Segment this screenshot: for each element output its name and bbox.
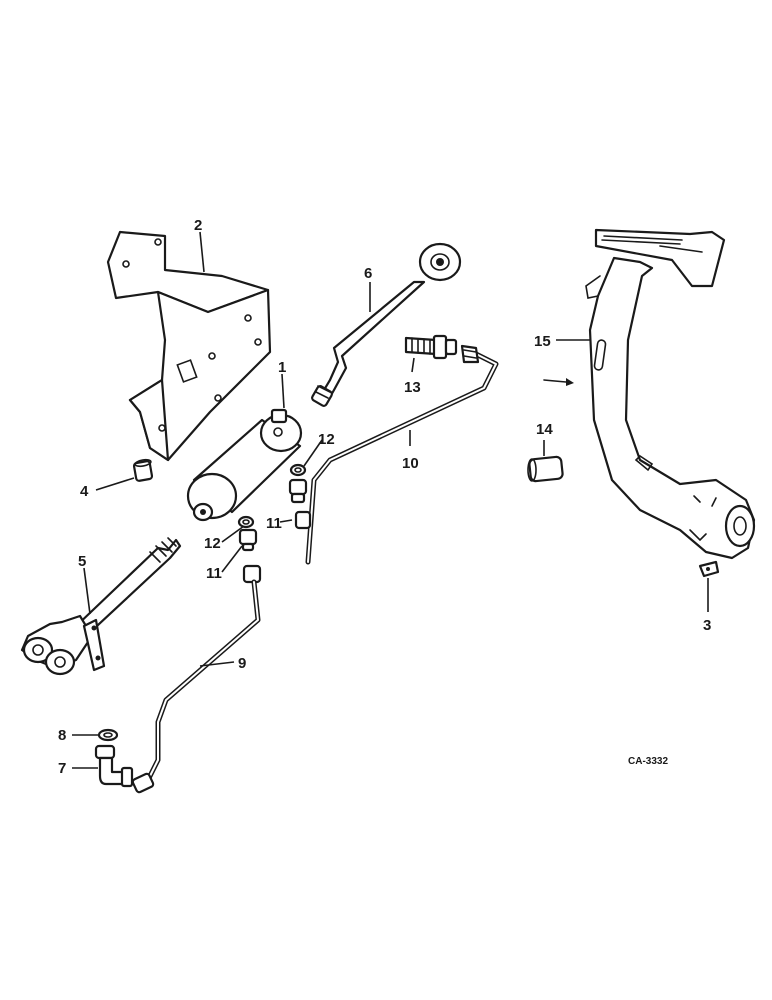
label-part-8: 8 bbox=[58, 727, 66, 744]
drawing-code: CA-3332 bbox=[628, 756, 668, 767]
label-part-11-upper: 11 bbox=[266, 515, 282, 532]
part-14-bushing bbox=[527, 455, 564, 483]
label-part-6: 6 bbox=[364, 265, 372, 282]
part-12-washer-upper bbox=[289, 463, 307, 477]
label-part-13: 13 bbox=[404, 379, 421, 396]
label-part-7: 7 bbox=[58, 760, 66, 777]
part-4-spacer bbox=[132, 458, 154, 482]
part-9-brake-line bbox=[131, 564, 262, 794]
label-part-15: 15 bbox=[534, 333, 551, 350]
part-10-brake-line bbox=[305, 344, 499, 565]
part-13-bolt bbox=[404, 334, 458, 360]
label-part-3: 3 bbox=[703, 617, 711, 634]
leader-lines bbox=[72, 231, 709, 769]
part-3-clip bbox=[698, 560, 720, 578]
part-2-bracket bbox=[106, 230, 272, 462]
part-1-master-cylinder bbox=[186, 408, 303, 522]
label-part-11-lower: 11 bbox=[206, 565, 222, 582]
label-part-12-lower: 12 bbox=[204, 535, 221, 552]
label-part-14: 14 bbox=[536, 421, 553, 438]
label-part-4: 4 bbox=[80, 483, 89, 500]
label-part-5: 5 bbox=[78, 553, 86, 570]
part-11-fitting-lower bbox=[238, 528, 258, 552]
label-part-2: 2 bbox=[194, 217, 202, 234]
part-12-washer-lower bbox=[237, 515, 255, 529]
arrow-mark bbox=[543, 378, 574, 386]
part-11-fitting-upper bbox=[288, 478, 312, 530]
part-8-washer bbox=[97, 728, 119, 742]
label-part-12-upper: 12 bbox=[318, 431, 335, 448]
part-labels: 2 1 4 5 6 13 10 12 11 12 11 9 8 7 14 15 … bbox=[58, 217, 711, 777]
part-5-clevis-rod bbox=[20, 537, 182, 676]
part-6-push-rod bbox=[311, 242, 462, 407]
label-part-1: 1 bbox=[278, 359, 286, 376]
part-15-brake-pedal bbox=[585, 228, 756, 560]
label-part-9: 9 bbox=[238, 655, 246, 672]
label-part-10: 10 bbox=[402, 455, 419, 472]
part-7-elbow bbox=[94, 744, 134, 788]
